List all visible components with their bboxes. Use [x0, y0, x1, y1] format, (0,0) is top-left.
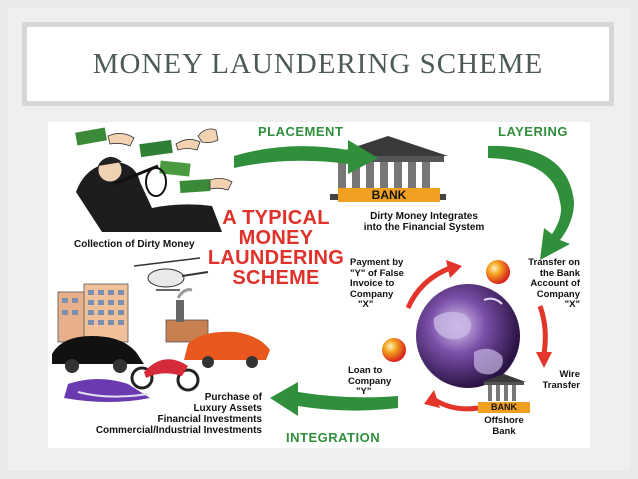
offshore-bank-sign-text: BANK: [491, 402, 517, 412]
stage-placement: PLACEMENT: [258, 124, 344, 139]
orange-ball-icon: [382, 338, 406, 362]
orange-ball-icon: [486, 260, 510, 284]
purchase-line-2: Luxury Assets: [193, 403, 262, 414]
motorbike-icon: [130, 359, 200, 392]
loan-line-2: Company: [348, 375, 392, 387]
label-collection: Collection of Dirty Money: [74, 239, 195, 250]
laundering-diagram: A TYPICAL MONEY LAUNDERING SCHEME PLACEM…: [48, 122, 590, 448]
stage-integration: INTEGRATION: [286, 430, 381, 445]
transfer-line-5: "X": [564, 299, 580, 310]
jetski-icon: [64, 379, 150, 402]
wire-line-2: Transfer: [542, 379, 581, 391]
helicopter-icon: [133, 257, 209, 291]
globe-icon: [416, 284, 520, 388]
label-loan: Loan to Company "Y": [348, 365, 392, 398]
loan-line-3: "Y": [356, 386, 372, 397]
man-in-car-icon: [76, 156, 222, 232]
transfer-line-4: Company: [536, 288, 580, 300]
loan-line-1: Loan to: [348, 365, 383, 376]
transfer-line-1: Transfer on: [528, 257, 580, 268]
label-offshore: Offshore Bank: [478, 415, 530, 437]
headline-line-4: SCHEME: [232, 267, 320, 289]
transfer-line-2: the Bank: [539, 267, 580, 279]
bank-icon: [328, 136, 448, 202]
bank-sign-text: BANK: [371, 188, 407, 202]
label-payment: Payment by "Y" of False Invoice to Compa…: [350, 257, 404, 311]
label-bank-caption: Dirty Money Integrates into the Financia…: [354, 211, 494, 233]
label-transfer: Transfer on the Bank Account of Company …: [508, 257, 580, 311]
money-hands-icon: [75, 127, 233, 194]
cycle-arrows: [405, 260, 552, 412]
offshore-line-1: Offshore: [484, 415, 524, 426]
payment-line-5: "X": [358, 299, 374, 310]
label-purchase: Purchase of Luxury Assets Financial Inve…: [56, 392, 262, 436]
sports-car-icon: [52, 331, 270, 373]
payment-line-3: Invoice to: [350, 278, 395, 289]
headline-line-2: MONEY: [238, 227, 314, 249]
purchase-line-3: Financial Investments: [157, 414, 262, 425]
offshore-line-2: Bank: [492, 425, 516, 437]
integration-arrow: [270, 382, 398, 416]
title-box: MONEY LAUNDERING SCHEME: [22, 22, 614, 106]
diagram-headline: A TYPICAL MONEY LAUNDERING SCHEME: [206, 208, 346, 288]
payment-line-2: "Y" of False: [350, 267, 404, 279]
headline-line-3: LAUNDERING: [207, 247, 345, 269]
purchase-line-4: Commercial/Industrial Investments: [95, 425, 262, 436]
payment-line-1: Payment by: [350, 257, 404, 268]
offshore-bank-icon: [478, 374, 530, 413]
label-wire: Wire Transfer: [528, 369, 581, 391]
payment-line-4: Company: [350, 288, 394, 300]
bank-caption-line-1: Dirty Money Integrates: [370, 211, 478, 222]
bank-caption-line-2: into the Financial System: [363, 221, 485, 233]
headline-line-1: A TYPICAL: [222, 207, 330, 229]
slide-title: MONEY LAUNDERING SCHEME: [92, 47, 544, 80]
purchase-line-1: Purchase of: [204, 392, 262, 403]
placement-arrow: [234, 140, 378, 174]
buildings-icon: [57, 283, 209, 343]
wire-line-1: Wire: [559, 369, 580, 380]
stage-layering: LAYERING: [498, 124, 568, 139]
transfer-line-3: Account of: [530, 278, 580, 289]
layering-arrow: [488, 145, 574, 260]
